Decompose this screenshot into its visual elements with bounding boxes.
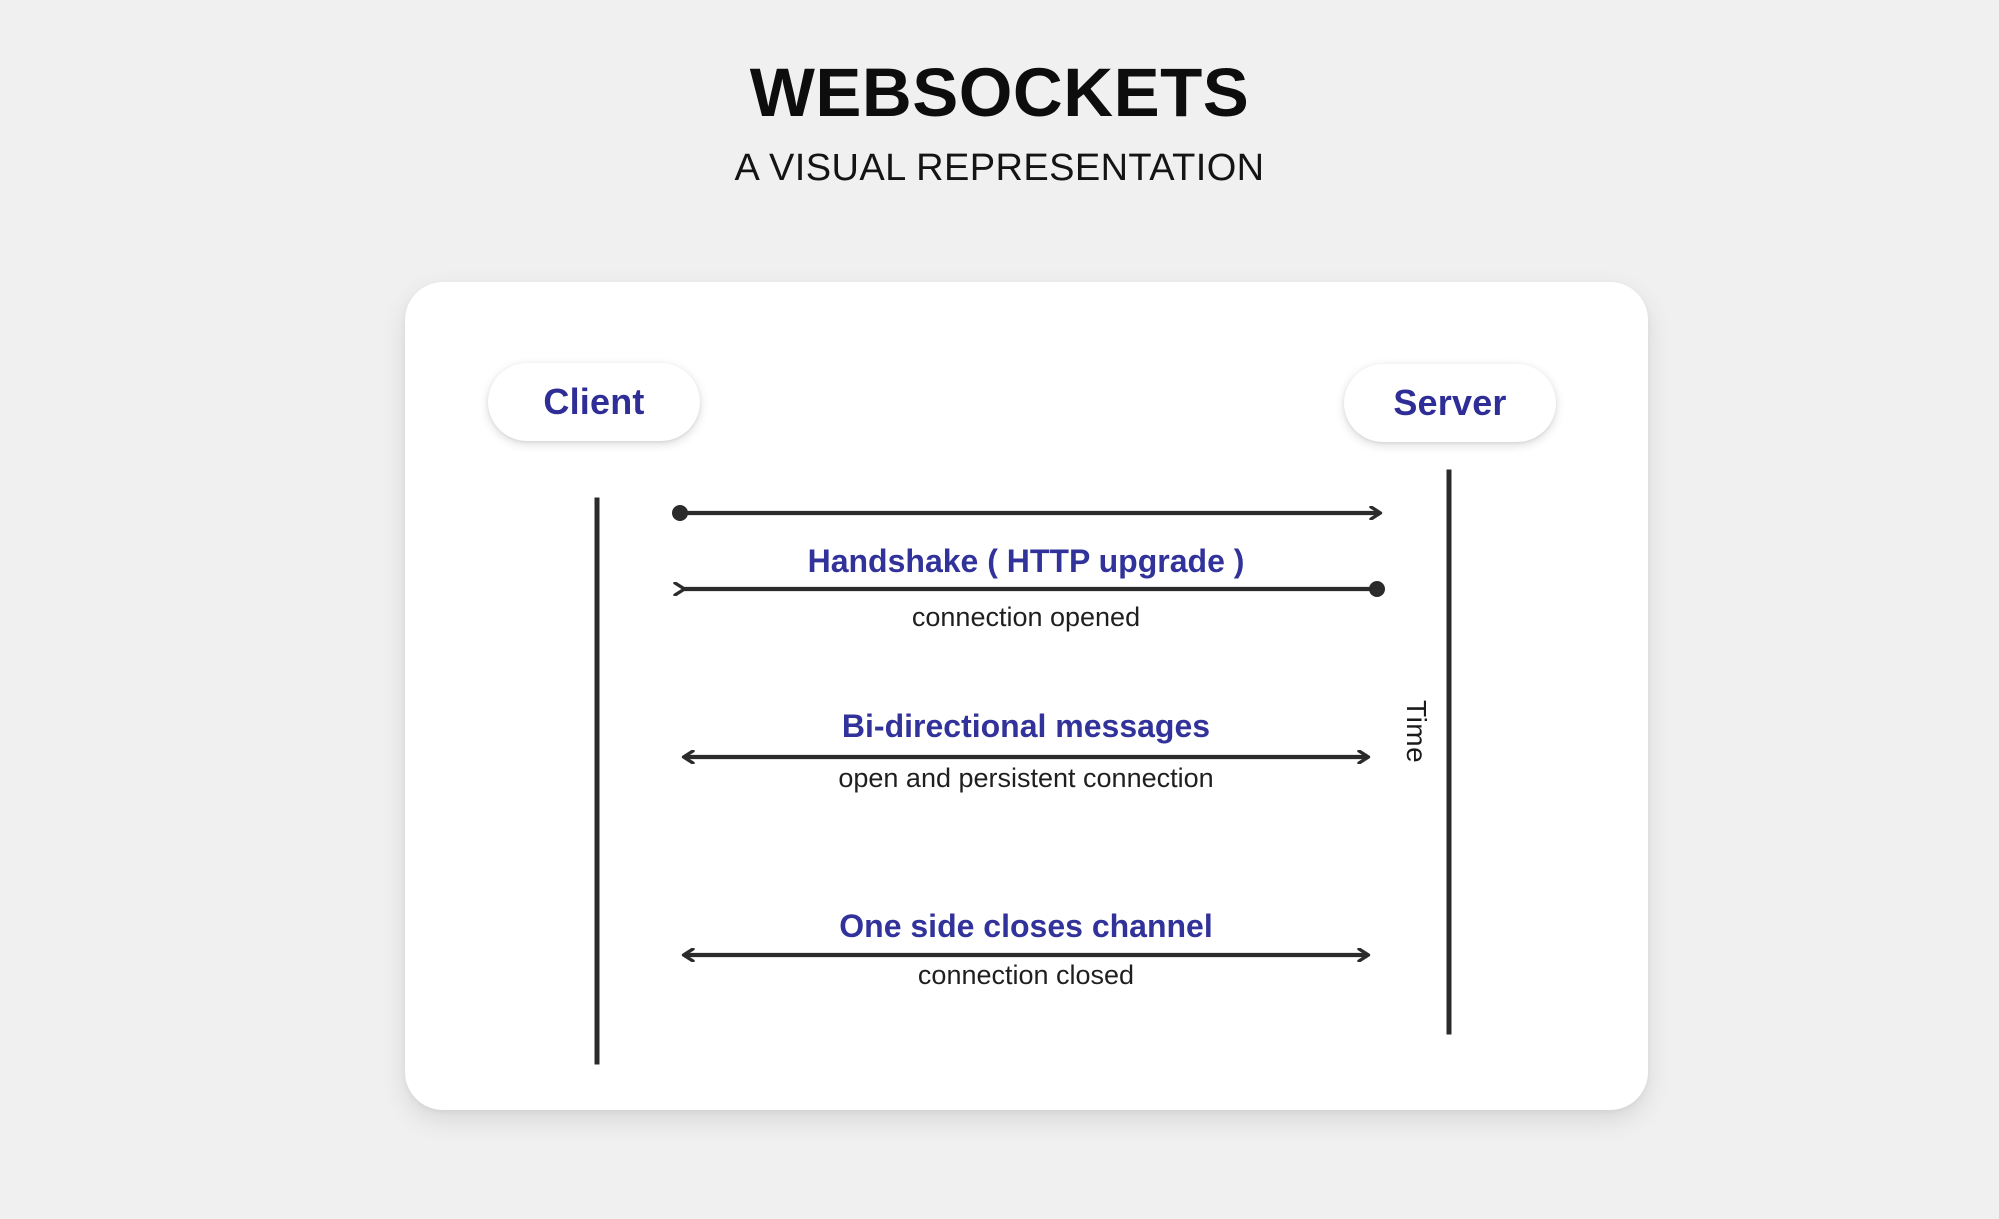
message-1-title: Handshake ( HTTP upgrade ) [807, 543, 1245, 579]
message-3-subtitle: connection closed [917, 960, 1135, 990]
participant-label-client: Client [543, 381, 645, 422]
message-2-subtitle: open and persistent connection [838, 763, 1214, 793]
message-3-title: One side closes channel [839, 908, 1213, 944]
participant-pill-server[interactable]: Server [1344, 364, 1556, 442]
page-subtitle: A VISUAL REPRESENTATION [734, 147, 1265, 189]
time-axis-label: Time [1401, 700, 1432, 764]
message-1-subtitle: connection opened [911, 602, 1141, 632]
participant-label-server: Server [1393, 382, 1507, 423]
participant-pill-client[interactable]: Client [488, 363, 700, 441]
message-2-title: Bi-directional messages [841, 708, 1211, 744]
page-header: WEBSOCKETS A VISUAL REPRESENTATION [0, 0, 1999, 187]
page-title: WEBSOCKETS [749, 54, 1250, 131]
